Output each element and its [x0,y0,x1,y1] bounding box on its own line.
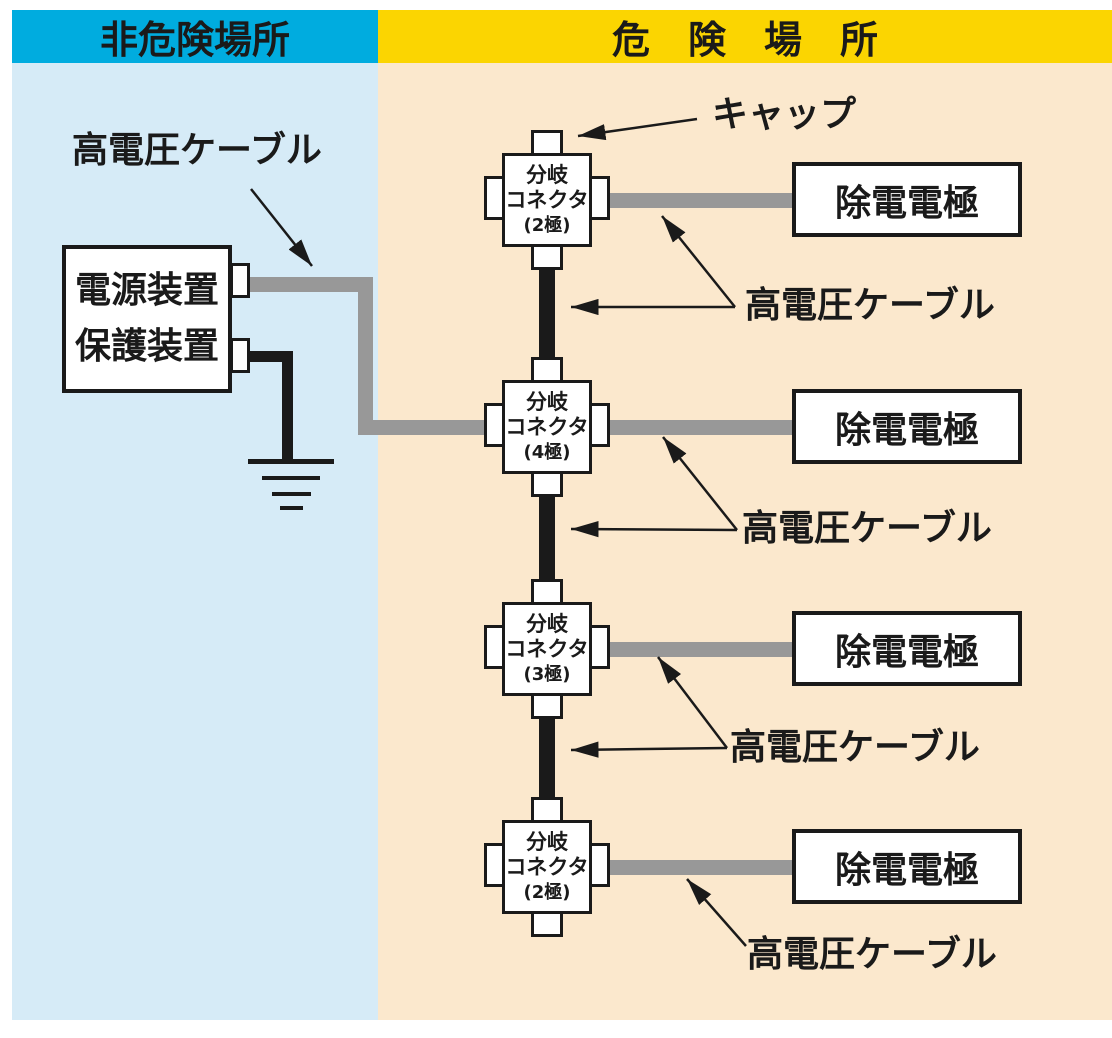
connector-1-label-line3: (2極) [523,214,571,236]
trunk-cable-3-4 [539,717,555,798]
connector-2-tab-right [589,403,610,447]
connector-2-tab-top [531,357,563,383]
earth-line-3 [272,492,311,496]
connector-3-tab-right [589,625,610,669]
power-output-port [230,263,250,298]
ground-cable-h [248,351,293,362]
supply-cable-segment-h1 [248,277,373,292]
cable-label-row-3: 高電圧ケーブル [730,727,980,768]
cable-label-row-4: 高電圧ケーブル [747,934,997,975]
non-hazardous-area [12,63,378,1020]
electrode-box-2: 除電電極 [792,389,1022,464]
supply-cable-segment-v [358,277,373,435]
power-supply-label-line2: 保護装置 [74,326,219,367]
connector-3-tab-bottom [531,693,563,719]
electrode-2-label: 除電電極 [834,409,979,451]
connector-2-label-line1: 分岐 [526,389,568,414]
connector-4-tab-right [589,843,610,887]
electrode-4-label: 除電電極 [834,849,979,891]
connector-2-label-line3: (4極) [523,441,571,463]
earth-line-4 [280,506,303,510]
connector-1-tab-bottom [531,244,563,270]
branch-connector-1: 分岐 コネクタ (2極) [502,153,592,247]
branch-connector-3: 分岐 コネクタ (3極) [502,602,592,696]
branch-connector-4: 分岐 コネクタ (2極) [502,820,592,914]
electrode-cable-1 [605,193,795,208]
connector-4-label-line3: (2極) [523,881,571,903]
supply-cable-segment-h2 [358,420,504,435]
connector-2-tab-bottom [531,471,563,497]
electrode-cable-3 [605,642,795,657]
power-supply-label-line1: 電源装置 [74,270,219,312]
connector-1-label-line2: コネクタ [505,187,589,212]
power-supply-box: 電源装置 保護装置 [62,245,232,393]
electrode-box-1: 除電電極 [792,162,1022,237]
trunk-cable-1-2 [539,268,555,360]
connector-4-tab-top [531,797,563,823]
electrode-cable-4 [605,860,795,875]
connector-3-label-line3: (3極) [523,663,571,685]
earth-ground-symbol [248,459,334,511]
cable-label-row-1: 高電圧ケーブル [745,285,995,326]
connector-1-cap-tab [531,130,563,156]
cap-label: キャップ [712,94,857,135]
connector-3-label-line2: コネクタ [505,636,589,661]
connector-2-label-line2: コネクタ [505,414,589,439]
connector-4-tab-bottom [531,911,563,937]
electrode-box-4: 除電電極 [792,829,1022,904]
connector-1-label-line1: 分岐 [526,162,568,187]
non-hazardous-header: 非危険場所 [12,10,378,63]
earth-line-1 [248,459,334,464]
earth-line-2 [262,476,320,480]
power-ground-port [230,338,250,373]
hazardous-header: 危 険 場 所 [378,10,1112,63]
supply-cable-label: 高電圧ケーブル [72,130,322,171]
ground-cable-v [282,351,293,462]
hazardous-header-label: 危 険 場 所 [611,18,878,62]
electrode-1-label: 除電電極 [834,182,979,224]
trunk-cable-2-3 [539,495,555,579]
connector-4-label-line2: コネクタ [505,854,589,879]
connector-1-tab-right [589,176,610,220]
non-hazardous-header-label: 非危険場所 [99,18,290,62]
connector-4-label-line1: 分岐 [526,829,568,854]
electrode-3-label: 除電電極 [834,631,979,673]
electrode-cable-2 [605,420,795,435]
connector-3-label-line1: 分岐 [526,611,568,636]
branch-connector-2: 分岐 コネクタ (4極) [502,380,592,474]
cable-label-row-2: 高電圧ケーブル [742,508,992,549]
electrode-box-3: 除電電極 [792,611,1022,686]
